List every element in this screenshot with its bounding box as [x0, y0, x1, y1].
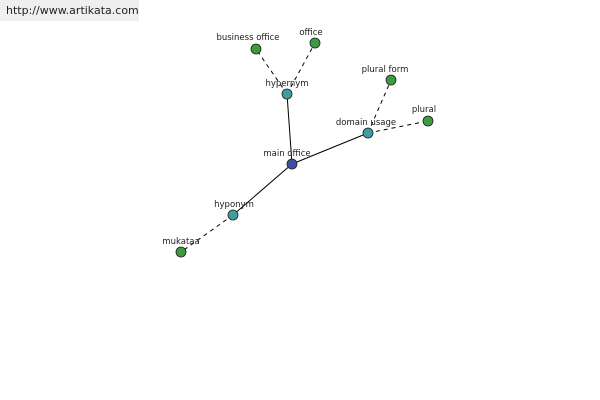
- edge-hypernym-to-office: [286, 42, 316, 95]
- node-main-office[interactable]: main office: [263, 149, 311, 170]
- node-circle-mukataa[interactable]: [175, 246, 187, 258]
- node-circle-main-office[interactable]: [286, 158, 298, 170]
- node-circle-plural-form[interactable]: [385, 74, 397, 86]
- node-label-domain-usage: domain usage: [336, 118, 396, 128]
- node-circle-plural[interactable]: [422, 115, 434, 127]
- edge-hypernym-to-business-office: [255, 48, 288, 95]
- node-office[interactable]: office: [299, 28, 323, 49]
- node-domain-usage[interactable]: domain usage: [336, 118, 396, 139]
- node-circle-hyponym[interactable]: [227, 209, 239, 221]
- node-mukataa[interactable]: mukataa: [162, 237, 200, 258]
- nodes-layer: main office hypernym domain usage hyponym bu…: [162, 28, 436, 258]
- node-label-main-office: main office: [263, 149, 310, 159]
- edge-main-office-to-hyponym: [232, 163, 293, 216]
- node-label-business-office: business office: [216, 33, 279, 43]
- node-circle-office[interactable]: [309, 37, 321, 49]
- edges-layer: [180, 42, 429, 253]
- node-label-plural: plural: [412, 105, 436, 115]
- node-circle-domain-usage[interactable]: [362, 127, 374, 139]
- edge-main-office-to-domain-usage: [291, 132, 369, 165]
- node-plural-form[interactable]: plural form: [362, 65, 409, 86]
- node-label-office: office: [299, 28, 322, 38]
- edge-main-office-to-hypernym: [286, 93, 293, 165]
- node-plural[interactable]: plural: [412, 105, 436, 127]
- edge-domain-usage-to-plural: [367, 120, 429, 134]
- site-url-banner[interactable]: http://www.artikata.com: [0, 0, 139, 21]
- node-label-hypernym: hypernym: [265, 79, 308, 89]
- node-business-office[interactable]: business office: [216, 33, 280, 55]
- node-circle-business-office[interactable]: [250, 43, 262, 55]
- node-hyponym[interactable]: hyponym: [214, 200, 254, 221]
- node-circle-hypernym[interactable]: [281, 88, 293, 100]
- edge-hyponym-to-mukataa: [180, 214, 234, 253]
- node-label-mukataa: mukataa: [162, 237, 199, 247]
- node-label-plural-form: plural form: [362, 65, 409, 75]
- node-label-hyponym: hyponym: [214, 200, 254, 210]
- edge-domain-usage-to-plural-form: [367, 79, 392, 134]
- node-hypernym[interactable]: hypernym: [265, 79, 309, 100]
